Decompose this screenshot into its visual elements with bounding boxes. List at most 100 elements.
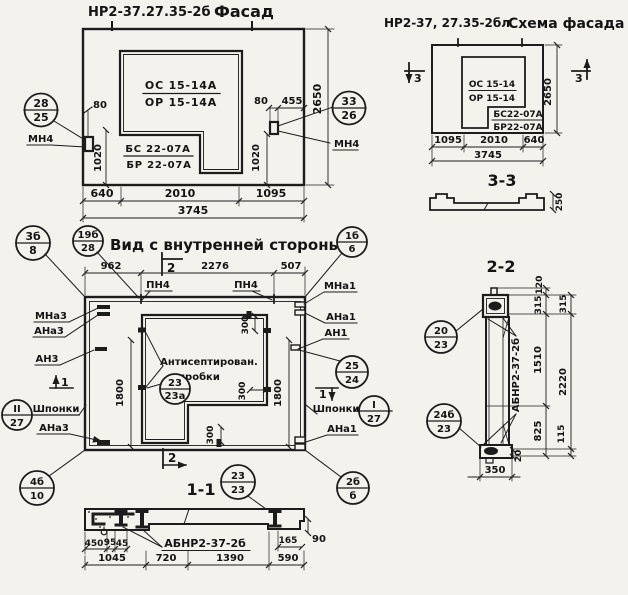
schema-mark-top2: ОР 15-14 [469,94,515,104]
facade-dim-80-right: 80 [254,96,268,107]
callout-2323a-num: 23 [168,378,182,389]
facade-callout-left-den: 25 [33,111,48,124]
label-shponki-left: Шпонки [33,404,80,415]
plug [263,387,271,392]
ibeam [114,510,128,527]
section22-body [485,316,510,446]
section11-dim-45: 45 [116,539,129,549]
facade-title-code: НР2-37.27.35-2б [88,5,211,20]
inner-dim-300-top: 300 [241,316,251,335]
mark-ana3-bottom [97,440,110,445]
tab-an1 [290,344,301,351]
label-ana3-bottom: АНа3 [39,423,69,434]
mark-ana3 [97,312,110,316]
inner-dim-1800-right: 1800 [273,379,284,407]
section22-label: АБНР2-37-2б [510,338,522,412]
section22-dim-1510: 1510 [533,346,544,374]
section11-dim-95: 95 [104,538,117,548]
section11-profile [84,508,305,531]
callout-3b8-den: 8 [29,244,37,257]
callout-2bb-num: 2б [346,476,360,488]
schema-dim-2010: 2010 [480,135,508,146]
tab-ana1-bottom [294,436,306,444]
callout-2524-den: 24 [345,375,359,386]
inner-dim-2276: 2276 [201,261,229,272]
inner-note-line1: Антисептирован. [160,357,258,368]
callout-4b10-den: 10 [30,491,44,502]
facade-dim-2650: 2650 [311,83,324,114]
section11-channel [91,512,135,526]
tab-ana1 [294,309,306,316]
callout-2bb-den: б [350,490,357,502]
section22-dim-115: 115 [557,425,567,444]
facade-opening [118,49,244,175]
section22-title: 2-2 [487,257,516,276]
facade-dim-3745: 3745 [178,204,209,217]
facade-dim-2010: 2010 [165,187,196,200]
callout-II27-den: 27 [10,418,24,429]
schema-dim-3745: 3745 [474,150,502,161]
facade-mark-bottom: БС 22-07А [125,144,190,155]
section11-title: 1-1 [187,480,216,499]
label-shponki-right: Шпонки [313,404,360,415]
facade-anchor-left-label: МН4 [28,134,53,145]
label-mna3: МНа3 [35,311,67,322]
callout-24b23-den: 23 [437,424,451,435]
inner-dim-300-bottom: 300 [206,426,216,445]
inner-sec2-bottom: 2 [168,451,176,465]
label-mna1: МНа1 [324,281,356,292]
callout-2323-den: 23 [231,485,245,496]
section11-view: 1-1 23 23 АБНР2-37-2б [81,464,326,571]
inner-opening [140,313,269,445]
ibeam [268,510,282,528]
inner-pn4-left: ПН4 [146,280,170,291]
schema-dim-1095: 1095 [434,135,462,146]
plug [138,327,146,333]
inner-note-line2: пробки [178,371,220,383]
schema-dim-640: 640 [524,135,545,146]
tab-mna1 [294,301,306,308]
inner-title: Вид с внутренней стороны [110,236,342,254]
facade-mark-bottom2: БР 22-07А [126,160,191,171]
callout-4b10-num: 4б [30,476,44,488]
facade-dim-1020-right: 1020 [251,144,262,172]
facade-callout-right-den: 26 [341,109,357,122]
inner-sec1-right: 1 [319,388,327,401]
section22-dim-825: 825 [533,421,544,442]
section11-dim-1045: 1045 [98,553,126,564]
facade-mark-top: ОС 15-14А [145,79,217,92]
facade-anchor-left [83,135,95,153]
section22-dim-350: 350 [485,465,506,476]
label-an1: АН1 [324,328,347,339]
callout-1b6-den: 6 [349,244,356,255]
facade-dim-80-left: 80 [93,100,107,111]
ibeam [135,510,149,529]
section22-dim-315a: 315 [534,296,544,315]
inner-dim-1800-left: 1800 [115,379,126,407]
callout-2023-den: 23 [434,340,448,351]
section11-dim-450: 450 [85,539,104,549]
facade-dim-640: 640 [91,187,114,200]
facade-title-name: Фасад [214,2,274,21]
label-ana3-top: АНа3 [34,326,64,337]
inner-dim-507: 507 [281,261,302,272]
schema-mark-bottom: БС22-07А [493,110,542,120]
schema-title-name: Схема фасада [508,16,624,32]
plug [246,311,252,319]
section22-dim-20: 20 [514,450,524,463]
facade-view: НР2-37.27.35-2б Фасад ОС 15-14А ОР 15-14… [23,2,367,223]
facade-anchor-right-label: МН4 [334,139,359,150]
facade-anchor-right [268,120,280,136]
section33-profile [429,193,545,211]
label-ana1-bottom: АНа1 [327,424,357,435]
section11-label: АБНР2-37-2б [164,537,246,550]
mark-an3 [95,347,107,351]
inner-sec2-top: 2 [167,261,175,275]
schema-opening [461,56,526,129]
tab-ana1-bottom2 [294,443,306,451]
facade-callout-left-num: 28 [33,97,48,110]
facade-dim-1020-left: 1020 [93,144,104,172]
section22-dim-315b: 315 [559,295,569,314]
callout-2023-num: 20 [434,326,448,337]
